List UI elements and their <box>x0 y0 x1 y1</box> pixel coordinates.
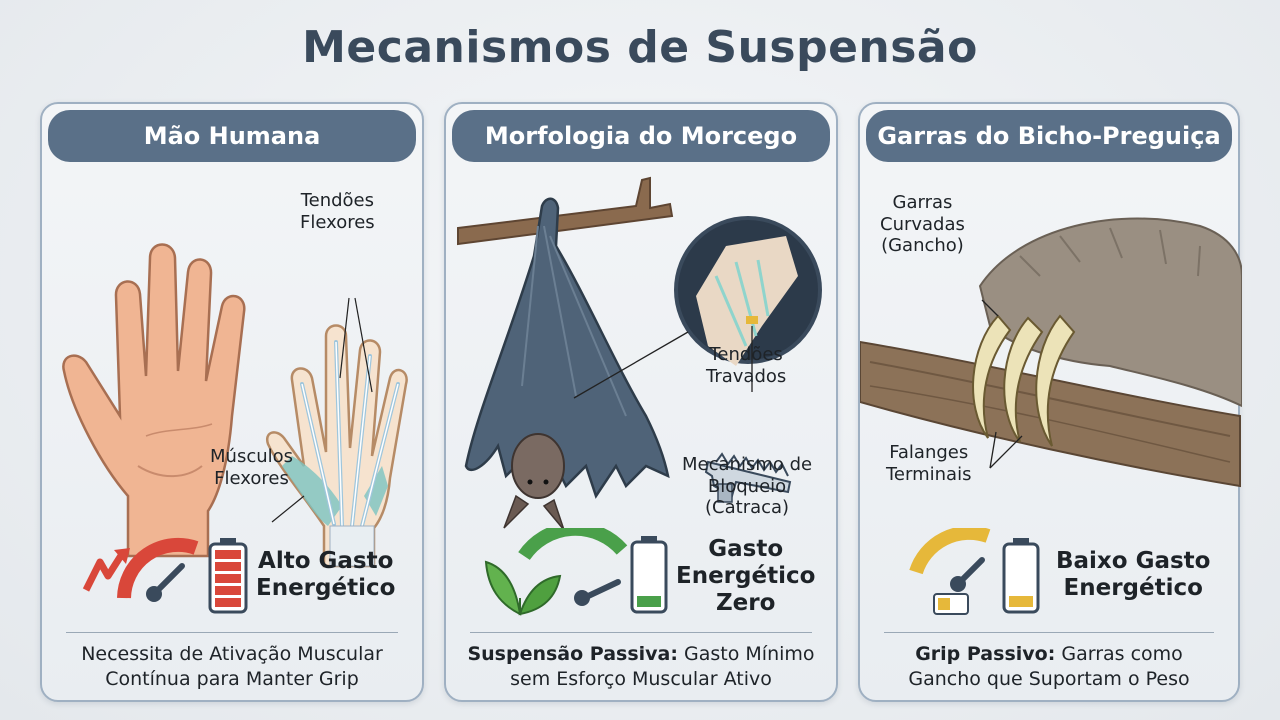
branch-icon <box>457 176 674 246</box>
sloth-illustrations <box>860 217 1242 488</box>
divider <box>66 632 398 633</box>
battery-icon <box>630 536 668 614</box>
panel-heading: Garras do Bicho-Preguiça <box>866 110 1232 162</box>
divider <box>470 632 812 633</box>
panel-heading: Mão Humana <box>48 110 416 162</box>
bat-icon <box>464 197 670 531</box>
panel-description: Grip Passivo: Garras como Gancho que Sup… <box>908 643 1190 690</box>
energy-indicator <box>484 528 668 616</box>
panel-human-hand: Mão Humana <box>40 102 424 702</box>
magnifier-icon <box>573 216 822 399</box>
hand-illustrations <box>62 243 408 568</box>
leaves-icon <box>484 560 562 616</box>
bat-illustrations <box>457 176 822 531</box>
arrow-up-icon <box>82 548 130 592</box>
battery-icon <box>208 538 248 614</box>
panel-heading: Morfologia do Morcego <box>452 110 830 162</box>
gauge-icon <box>518 528 628 606</box>
divider <box>884 632 1214 633</box>
energy-indicator <box>909 528 1040 615</box>
hand-icon <box>62 243 246 558</box>
sloth-icon <box>972 217 1242 469</box>
panel-bat-morphology: Morfologia do Morcego <box>444 102 838 702</box>
hand-anatomy-icon <box>265 297 408 568</box>
ratchet-icon <box>704 452 792 503</box>
energy-indicator <box>82 537 248 614</box>
panel-description: Necessita de Ativação Muscular Contínua … <box>81 643 383 690</box>
panel-description: Suspensão Passiva: Gasto Mínimo sem Esfo… <box>467 643 815 690</box>
page-title: Mecanismos de Suspensão <box>302 22 978 73</box>
gauge-icon <box>909 528 991 615</box>
gauge-icon <box>117 537 199 602</box>
battery-icon <box>1002 538 1040 614</box>
